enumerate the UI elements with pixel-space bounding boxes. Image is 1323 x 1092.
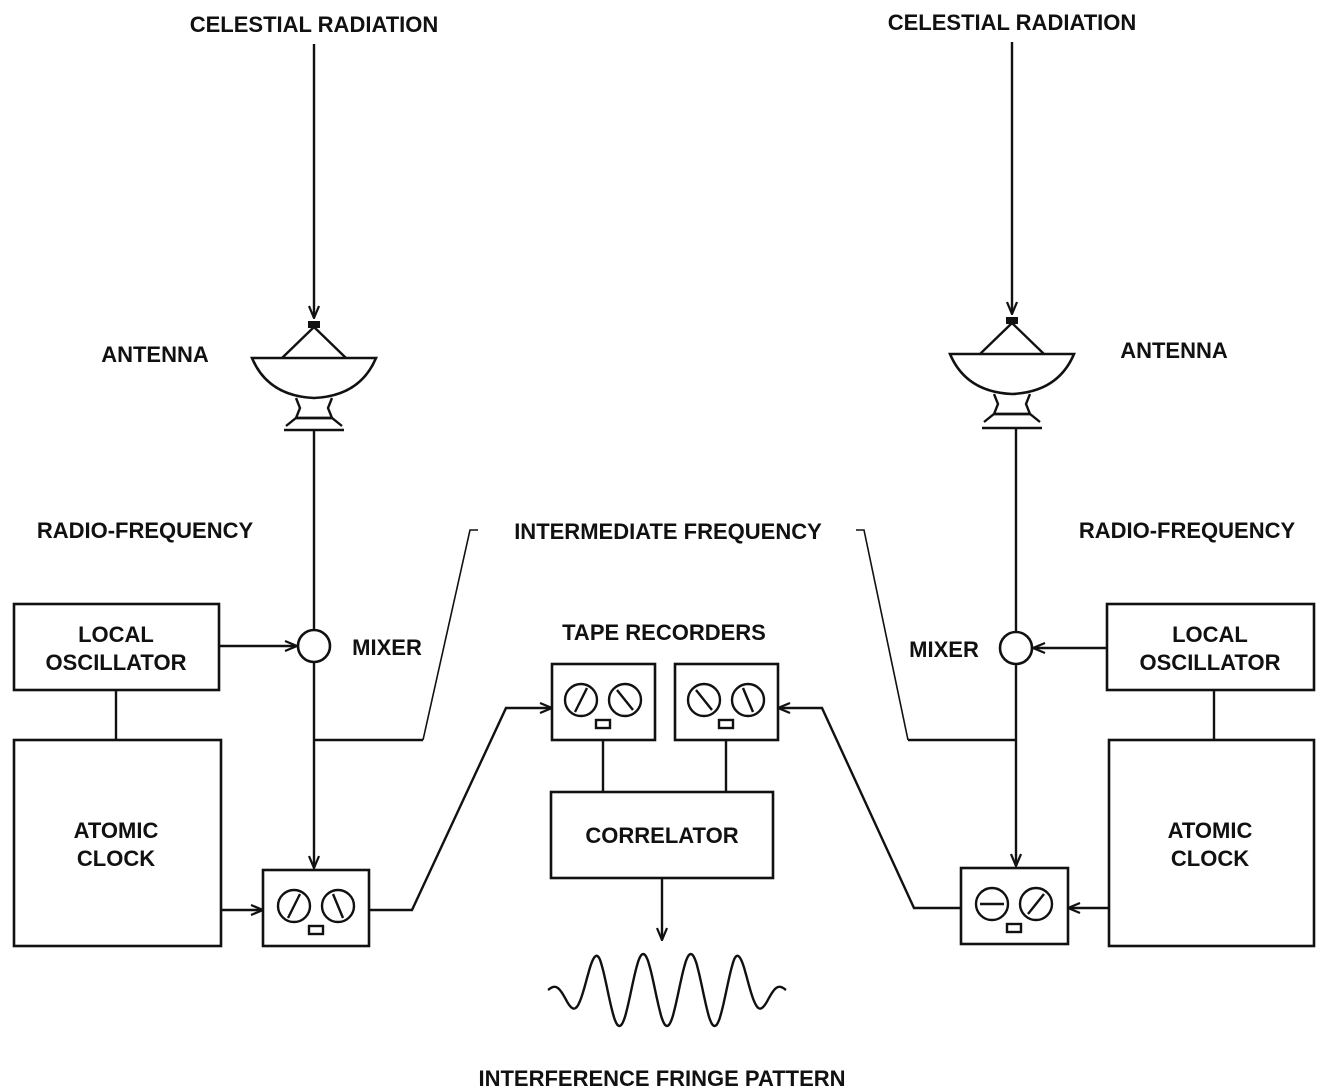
mixer-label-right: MIXER xyxy=(909,637,979,662)
local-oscillator-label-right-1: LOCAL xyxy=(1172,622,1248,647)
atomic-clock-box-right xyxy=(1107,738,1316,948)
mixer-label-left: MIXER xyxy=(352,635,422,660)
intermediate-frequency-label: INTERMEDIATE FREQUENCY xyxy=(514,519,822,544)
radio-frequency-label-right: RADIO-FREQUENCY xyxy=(1079,518,1296,543)
atomic-clock-label-left-2: CLOCK xyxy=(77,846,155,871)
tape-recorder-center-right xyxy=(673,662,780,742)
radio-frequency-label-left: RADIO-FREQUENCY xyxy=(37,518,254,543)
mixer-right xyxy=(998,630,1034,666)
interference-fringe-waveform xyxy=(547,952,787,1028)
atomic-clock-label-right-1: ATOMIC xyxy=(1168,818,1253,843)
antenna-label-right: ANTENNA xyxy=(1120,338,1228,363)
atomic-clock-label-left-1: ATOMIC xyxy=(74,818,159,843)
local-oscillator-box-right xyxy=(1105,602,1316,692)
celestial-radiation-label-left: CELESTIAL RADIATION xyxy=(190,12,439,37)
atomic-clock-label-right-2: CLOCK xyxy=(1171,846,1249,871)
recorder-to-tape-left-arrow xyxy=(369,708,552,912)
if-leader-left xyxy=(422,529,478,741)
local-oscillator-box-left xyxy=(12,602,221,692)
local-oscillator-label-left-2: OSCILLATOR xyxy=(46,650,187,675)
tape-recorder-center-left xyxy=(550,662,657,742)
antenna-dish-right xyxy=(948,317,1076,430)
antenna-dish-left xyxy=(250,321,378,432)
tape-recorder-right xyxy=(959,866,1070,946)
antenna-label-left: ANTENNA xyxy=(101,342,209,367)
local-oscillator-label-left-1: LOCAL xyxy=(78,622,154,647)
mixer-left xyxy=(296,628,332,664)
recorder-to-tape-right-arrow xyxy=(778,708,961,910)
interference-fringe-pattern-label: INTERFERENCE FRINGE PATTERN xyxy=(478,1066,845,1091)
if-leader-right xyxy=(856,529,909,741)
atomic-clock-box-left xyxy=(12,738,223,948)
correlator-label: CORRELATOR xyxy=(585,823,738,848)
celestial-radiation-label-right: CELESTIAL RADIATION xyxy=(888,10,1137,35)
local-oscillator-label-right-2: OSCILLATOR xyxy=(1140,650,1281,675)
tape-recorders-label: TAPE RECORDERS xyxy=(562,620,766,645)
tape-recorder-left xyxy=(261,868,371,948)
